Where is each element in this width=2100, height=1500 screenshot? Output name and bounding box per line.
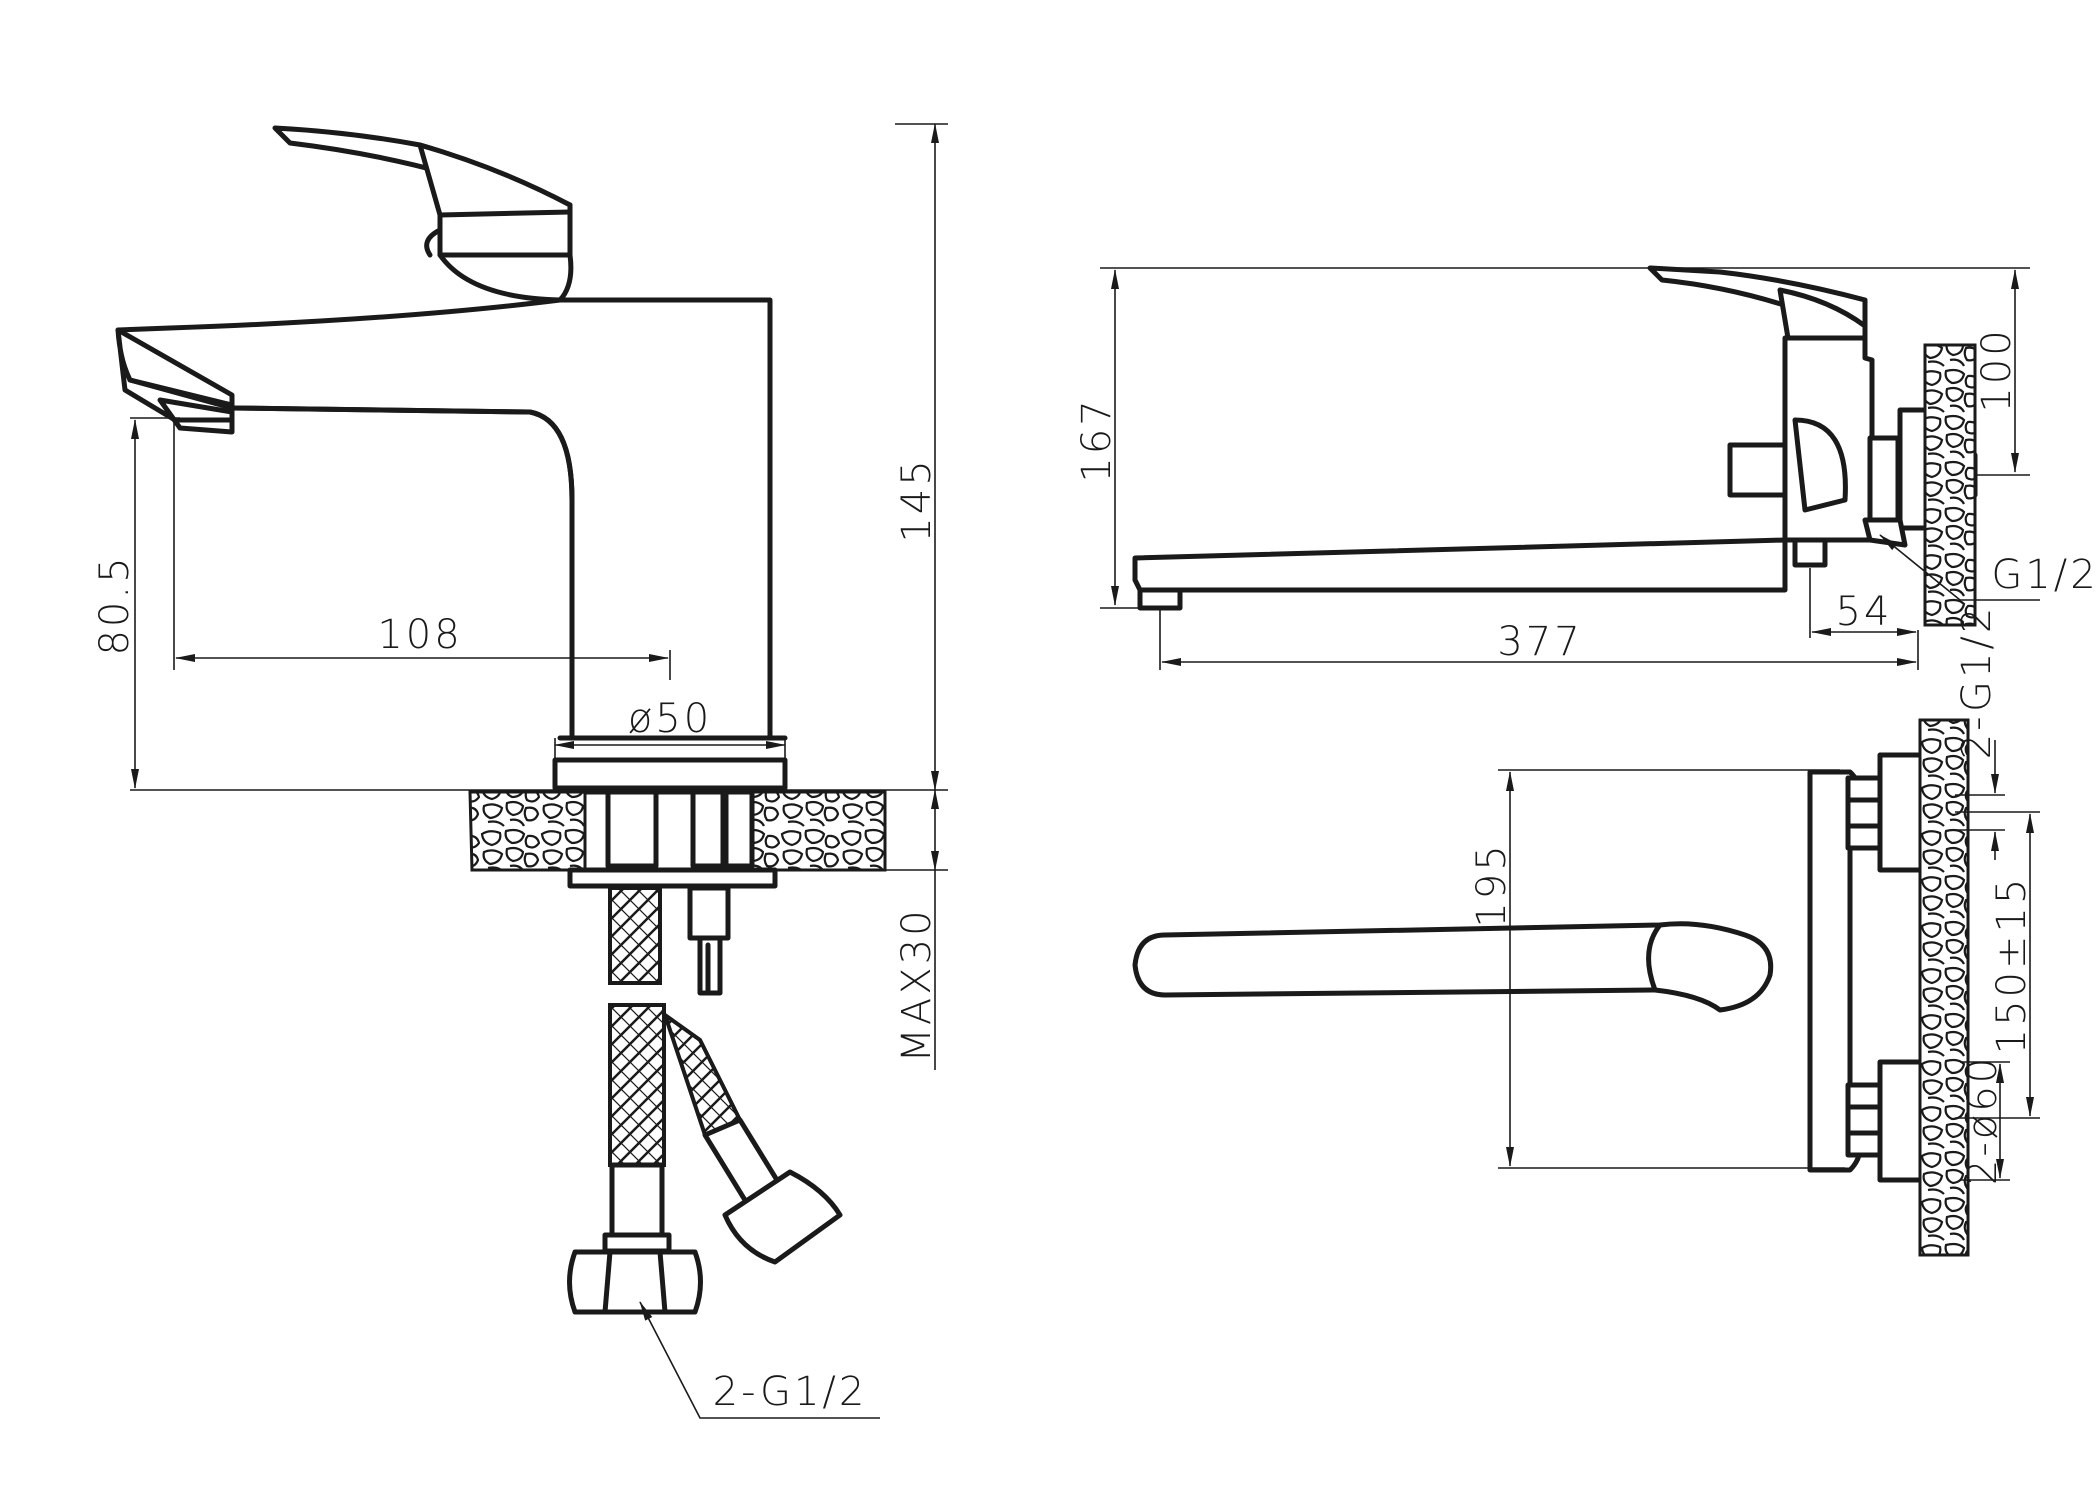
dim-145: 145: [894, 457, 940, 542]
dim-80-5: 80.5: [92, 554, 138, 655]
label-2-g1-2-front: 2-G1/2: [1954, 605, 2000, 760]
label-g1-2-side: G1/2: [1991, 552, 2098, 598]
dim-377: 377: [1497, 619, 1582, 665]
countertop-section-left: [468, 790, 587, 872]
wall-mixer-front-view: 195 2-G1/2 150±15 2-ø60: [1132, 605, 2040, 1257]
dim-max30: MAX30: [894, 907, 940, 1062]
wall-flange-top: [1877, 752, 1928, 873]
hex-nut-right: [722, 1169, 843, 1265]
dimension-lines-front: [1498, 740, 2040, 1181]
wall-flange-bottom: [1877, 1059, 1928, 1183]
dim-2-o60: 2-ø60: [1960, 1055, 2006, 1185]
wall-section-front: [1918, 718, 1970, 1257]
wall-mixer-side-view: 167 100 377 54 G1/2: [1074, 265, 2098, 670]
hose-upper: [608, 886, 662, 985]
dimension-lines-basin: [130, 123, 948, 1419]
dim-150-15: 150±15: [1989, 876, 2035, 1055]
fixing-washer: [567, 867, 778, 889]
hose-vertical: [608, 1003, 666, 1167]
dim-195: 195: [1469, 842, 1515, 927]
hex-nut-left: [567, 1249, 703, 1315]
base-ring: [552, 757, 788, 791]
dim-54: 54: [1836, 589, 1893, 635]
mixer-body: [115, 297, 773, 741]
wall-section-side: [1923, 343, 1977, 627]
basin-mixer-view: 145 80.5 108 ø50 MAX30 2-G1/2: [92, 123, 948, 1419]
threaded-rod: [687, 885, 731, 941]
dim-167: 167: [1074, 397, 1120, 482]
dim-108: 108: [377, 612, 462, 658]
dimension-lines-side: [1100, 267, 2040, 670]
lever-body: [417, 142, 573, 258]
front-lever: [1132, 921, 1774, 1013]
hex-nut-bottom: [1845, 1082, 1883, 1158]
spout: [115, 327, 235, 423]
hose-angled: [661, 1009, 743, 1138]
wall-spout: [1132, 537, 1788, 593]
countertop-section-right: [750, 790, 887, 872]
dim-o50: ø50: [628, 696, 712, 742]
hex-nut-top: [1845, 775, 1883, 851]
dim-100: 100: [1974, 327, 2020, 412]
label-2-g1-2-basin: 2-G1/2: [713, 1369, 868, 1415]
